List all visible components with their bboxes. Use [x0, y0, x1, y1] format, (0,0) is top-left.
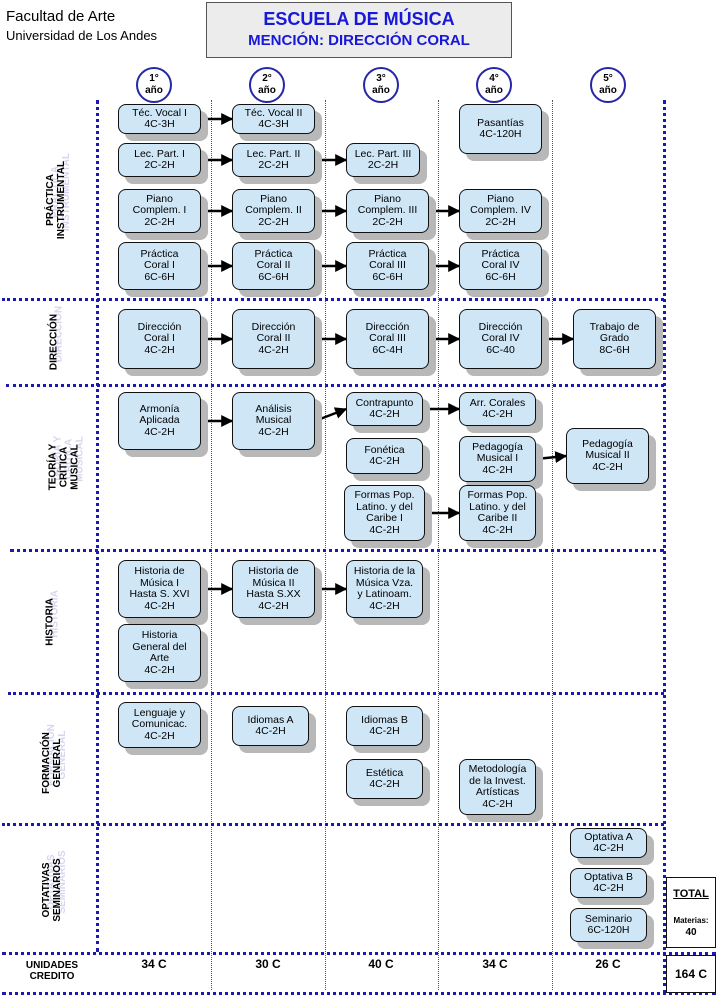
course-contrapunto[interactable]: Contrapunto 4C-2H — [346, 392, 423, 426]
year-3-credits: 40 C — [368, 957, 394, 971]
year-1-label: año — [145, 85, 163, 96]
year-3-num: 3° — [376, 73, 386, 84]
course-piano-2[interactable]: Piano Complem. II 2C-2H — [232, 189, 315, 233]
year-1-circle: 1°año — [136, 67, 172, 103]
year-2-credits: 30 C — [255, 957, 281, 971]
year-4-credits: 34 C — [482, 957, 508, 971]
course-idiomas-b[interactable]: Idiomas B 4C-2H — [346, 706, 423, 746]
course-piano-1[interactable]: Piano Complem. I 2C-2H — [118, 189, 201, 233]
course-optativa-b[interactable]: Optativa B 4C-2H — [570, 868, 647, 898]
column-divider — [552, 100, 553, 990]
course-formas-pop-2[interactable]: Formas Pop. Latino. y del Caribe II 4C-2… — [459, 485, 536, 541]
course-pedagogia-1[interactable]: Pedagogía Musical I 4C-2H — [459, 436, 536, 482]
course-pasantias[interactable]: Pasantías 4C-120H — [459, 104, 542, 154]
course-historia-2[interactable]: Historia de Música II Hasta S.XX 4C-2H — [232, 560, 315, 618]
materias-value: 40 — [685, 927, 697, 938]
row-divider — [2, 992, 716, 995]
total-credits: 164 C — [666, 955, 716, 993]
course-lenguaje[interactable]: Lenguaje y Comunicac. 4C-2H — [118, 702, 201, 748]
total-label: TOTAL — [673, 888, 709, 900]
year-4-num: 4° — [489, 73, 499, 84]
course-historia-3[interactable]: Historia de la Música Vza. y Latinoam. 4… — [346, 560, 423, 618]
row-divider — [2, 952, 716, 955]
grid-border-right — [663, 100, 666, 994]
course-coral-3[interactable]: Práctica Coral III 6C-6H — [346, 242, 429, 290]
year-2-circle: 2°año — [249, 67, 285, 103]
course-metodologia[interactable]: Metodología de la Invest. Artísticas 4C-… — [459, 759, 536, 815]
year-2-num: 2° — [262, 73, 272, 84]
column-divider — [211, 100, 212, 990]
row-divider — [10, 549, 664, 552]
grid-border-left — [96, 100, 99, 952]
course-optativa-a[interactable]: Optativa A 4C-2H — [570, 828, 647, 858]
course-estetica[interactable]: Estética 4C-2H — [346, 759, 423, 799]
prerequisite-arrow — [314, 407, 348, 423]
year-5-credits: 26 C — [595, 957, 621, 971]
column-divider — [438, 100, 439, 990]
university-name: Universidad de Los Andes — [6, 28, 158, 43]
course-dir-3[interactable]: Dirección Coral III 6C-4H — [346, 309, 429, 369]
row-divider — [2, 823, 664, 826]
course-piano-4[interactable]: Piano Complem. IV 2C-2H — [459, 189, 542, 233]
course-dir-4[interactable]: Dirección Coral IV 6C-40 — [459, 309, 542, 369]
course-tec-vocal-2[interactable]: Téc. Vocal II 4C-3H — [232, 104, 315, 134]
year-2-label: año — [258, 85, 276, 96]
course-historia-1[interactable]: Historia de Música I Hasta S. XVI 4C-2H — [118, 560, 201, 618]
course-coral-2[interactable]: Práctica Coral II 6C-6H — [232, 242, 315, 290]
course-piano-3[interactable]: Piano Complem. III 2C-2H — [346, 189, 429, 233]
course-analisis[interactable]: Análisis Musical 4C-2H — [232, 392, 315, 450]
course-seminario[interactable]: Seminario 6C-120H — [570, 908, 647, 942]
year-5-circle: 5°año — [590, 67, 626, 103]
faculty-name: Facultad de Arte — [6, 8, 116, 25]
materias-label: Materias: — [673, 916, 709, 925]
title-box: ESCUELA DE MÚSICA MENCIÓN: DIRECCIÓN COR… — [206, 2, 512, 58]
row-divider — [2, 298, 664, 301]
course-lec-part-2[interactable]: Lec. Part. II 2C-2H — [232, 143, 315, 177]
year-3-circle: 3°año — [363, 67, 399, 103]
course-coral-1[interactable]: Práctica Coral I 6C-6H — [118, 242, 201, 290]
course-formas-pop-1[interactable]: Formas Pop. Latino. y del Caribe I 4C-2H — [344, 485, 425, 541]
page-title: ESCUELA DE MÚSICA — [263, 9, 455, 29]
course-fonetica[interactable]: Fonética 4C-2H — [346, 438, 423, 474]
course-historia-arte[interactable]: Historia General del Arte 4C-2H — [118, 624, 201, 682]
year-1-credits: 34 C — [141, 957, 167, 971]
year-4-label: año — [485, 85, 503, 96]
prerequisite-arrow — [535, 451, 568, 464]
course-pedagogia-2[interactable]: Pedagogía Musical II 4C-2H — [566, 428, 649, 484]
faculty-header: Facultad de Arte Universidad de Los Ande… — [6, 8, 157, 43]
year-1-num: 1° — [149, 73, 159, 84]
year-4-circle: 4°año — [476, 67, 512, 103]
course-arr-corales[interactable]: Arr. Corales 4C-2H — [459, 392, 536, 426]
year-5-num: 5° — [603, 73, 613, 84]
course-trabajo-grado[interactable]: Trabajo de Grado 8C-6H — [573, 309, 656, 369]
course-coral-4[interactable]: Práctica Coral IV 6C-6H — [459, 242, 542, 290]
unidades-credito-label: UNIDADES CREDITO — [25, 960, 79, 982]
course-lec-part-3[interactable]: Lec. Part. III 2C-2H — [346, 143, 420, 177]
year-5-label: año — [599, 85, 617, 96]
course-lec-part-1[interactable]: Lec. Part. I 2C-2H — [118, 143, 201, 177]
column-divider — [325, 100, 326, 990]
course-dir-1[interactable]: Dirección Coral I 4C-2H — [118, 309, 201, 369]
row-divider — [8, 692, 664, 695]
page-subtitle: MENCIÓN: DIRECCIÓN CORAL — [248, 32, 470, 49]
course-armonia[interactable]: Armonía Aplicada 4C-2H — [118, 392, 201, 450]
total-box: TOTAL Materias: 40 — [666, 877, 716, 948]
course-tec-vocal-1[interactable]: Téc. Vocal I 4C-3H — [118, 104, 201, 134]
course-dir-2[interactable]: Dirección Coral II 4C-2H — [232, 309, 315, 369]
row-divider — [6, 384, 664, 387]
course-idiomas-a[interactable]: Idiomas A 4C-2H — [232, 706, 309, 746]
year-3-label: año — [372, 85, 390, 96]
